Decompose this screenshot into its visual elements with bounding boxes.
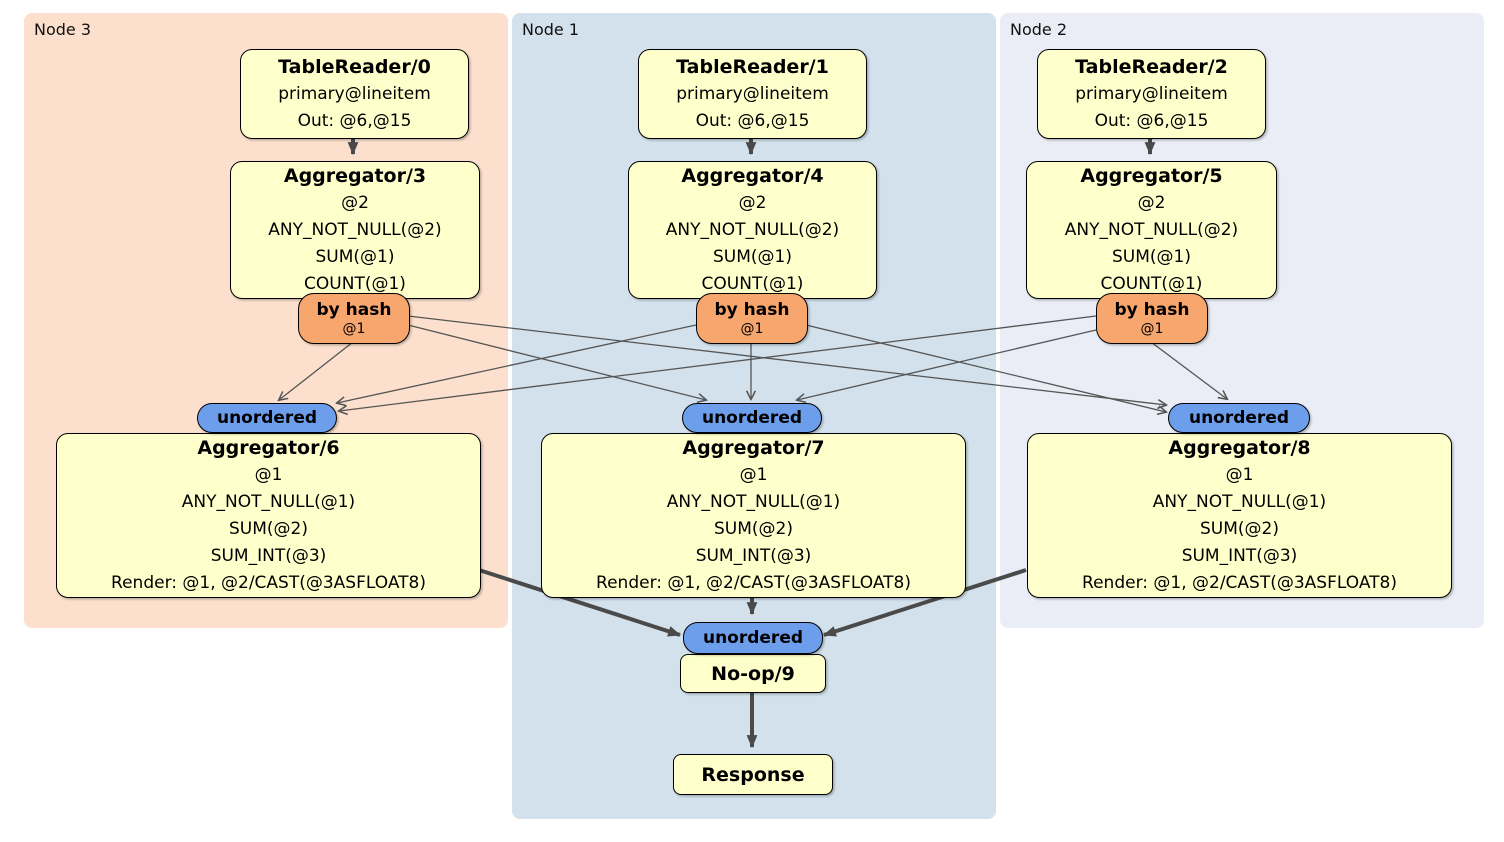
aggregator-4-box: Aggregator/4 @2 ANY_NOT_NULL(@2) SUM(@1)…: [628, 161, 877, 299]
table-reader-1-box: TableReader/1 primary@lineitem Out: @6,@…: [638, 49, 867, 139]
agg-expr: SUM(@2): [714, 519, 793, 539]
unordered-sync-node3: unordered: [197, 403, 337, 433]
aggregator-8-box: Aggregator/8 @1 ANY_NOT_NULL(@1) SUM(@2)…: [1027, 433, 1452, 598]
processor-title: Aggregator/8: [1168, 437, 1311, 459]
group-by-column: @2: [1137, 193, 1166, 213]
processor-title: No-op/9: [711, 662, 795, 685]
agg-expr: SUM(@1): [713, 247, 792, 267]
group-by-column: @2: [341, 193, 369, 213]
processor-index: primary@lineitem: [278, 84, 431, 104]
agg-expr: SUM(@2): [1200, 519, 1279, 539]
aggregator-3-box: Aggregator/3 @2 ANY_NOT_NULL(@2) SUM(@1)…: [230, 161, 480, 299]
by-hash-router-node1: by hash @1: [696, 293, 808, 344]
processor-title: Aggregator/6: [197, 437, 340, 459]
agg-expr: COUNT(@1): [1100, 274, 1203, 294]
render-expr: Render: @1, @2/CAST(@3ASFLOAT8): [1082, 573, 1397, 593]
render-expr: Render: @1, @2/CAST(@3ASFLOAT8): [596, 573, 911, 593]
agg-expr: SUM_INT(@3): [1181, 546, 1298, 566]
router-label: by hash: [316, 300, 392, 320]
edge-aggregator6-final-sync: [478, 568, 682, 637]
agg-expr: ANY_NOT_NULL(@1): [181, 492, 356, 512]
group-by-column: @1: [739, 465, 768, 485]
processor-title: Aggregator/5: [1080, 165, 1223, 187]
table-reader-2-box: TableReader/2 primary@lineitem Out: @6,@…: [1037, 49, 1266, 139]
processor-title: Aggregator/4: [681, 165, 824, 187]
agg-expr: SUM(@1): [315, 247, 395, 267]
processor-index: primary@lineitem: [1075, 84, 1228, 104]
by-hash-router-node2: by hash @1: [1096, 293, 1208, 344]
edge-router3-sync3: [279, 341, 354, 400]
router-label: by hash: [714, 300, 790, 320]
agg-expr: COUNT(@1): [701, 274, 804, 294]
edge-router3-sync1: [407, 324, 706, 400]
aggregator-7-box: Aggregator/7 @1 ANY_NOT_NULL(@1) SUM(@2)…: [541, 433, 966, 598]
processor-title: TableReader/0: [278, 56, 431, 78]
table-reader-0-box: TableReader/0 primary@lineitem Out: @6,@…: [240, 49, 469, 139]
response-box: Response: [673, 754, 833, 795]
processor-title: TableReader/2: [1075, 56, 1228, 78]
router-key: @1: [1140, 321, 1164, 337]
sync-label: unordered: [216, 408, 318, 428]
by-hash-router-node3: by hash @1: [298, 293, 410, 344]
agg-expr: ANY_NOT_NULL(@2): [665, 220, 840, 240]
agg-expr: ANY_NOT_NULL(@2): [268, 220, 442, 240]
processor-index: primary@lineitem: [676, 84, 829, 104]
edge-router2-sync3: [339, 315, 1097, 411]
edge-router2-sync2: [1150, 341, 1227, 399]
edge-aggregator8-final-sync: [822, 568, 1027, 637]
sync-label: unordered: [701, 408, 803, 428]
sync-label: unordered: [1188, 408, 1290, 428]
unordered-sync-node1: unordered: [682, 403, 822, 433]
processor-title: Aggregator/7: [682, 437, 825, 459]
group-by-column: @2: [738, 193, 767, 213]
agg-expr: SUM_INT(@3): [210, 546, 327, 566]
processor-out: Out: @6,@15: [1094, 111, 1209, 131]
agg-expr: SUM(@2): [229, 519, 308, 539]
region-label-node-3: Node 3: [34, 20, 92, 39]
region-label-node-2: Node 2: [1010, 20, 1068, 39]
processor-title: Response: [701, 763, 805, 786]
agg-expr: ANY_NOT_NULL(@1): [1152, 492, 1327, 512]
processor-title: TableReader/1: [676, 56, 829, 78]
agg-expr: SUM(@1): [1112, 247, 1191, 267]
router-key: @1: [740, 321, 764, 337]
region-label-node-1: Node 1: [522, 20, 580, 39]
processor-out: Out: @6,@15: [297, 111, 412, 131]
group-by-column: @1: [254, 465, 283, 485]
router-key: @1: [342, 321, 366, 337]
edge-router2-sync1: [797, 329, 1097, 400]
unordered-sync-final: unordered: [683, 622, 823, 654]
agg-expr: ANY_NOT_NULL(@1): [666, 492, 841, 512]
group-by-column: @1: [1225, 465, 1254, 485]
edge-router3-sync2: [407, 315, 1166, 405]
render-expr: Render: @1, @2/CAST(@3ASFLOAT8): [111, 573, 426, 593]
noop-9-box: No-op/9: [680, 654, 826, 693]
processor-title: Aggregator/3: [283, 165, 427, 187]
aggregator-6-box: Aggregator/6 @1 ANY_NOT_NULL(@1) SUM(@2)…: [56, 433, 481, 598]
edge-router1-sync2: [805, 324, 1166, 412]
sync-label: unordered: [702, 628, 804, 648]
unordered-sync-node2: unordered: [1168, 403, 1310, 433]
agg-expr: SUM_INT(@3): [695, 546, 812, 566]
aggregator-5-box: Aggregator/5 @2 ANY_NOT_NULL(@2) SUM(@1)…: [1026, 161, 1277, 299]
processor-out: Out: @6,@15: [695, 111, 810, 131]
agg-expr: ANY_NOT_NULL(@2): [1064, 220, 1239, 240]
router-label: by hash: [1114, 300, 1190, 320]
agg-expr: COUNT(@1): [304, 274, 406, 294]
edge-router1-sync3: [337, 324, 697, 403]
